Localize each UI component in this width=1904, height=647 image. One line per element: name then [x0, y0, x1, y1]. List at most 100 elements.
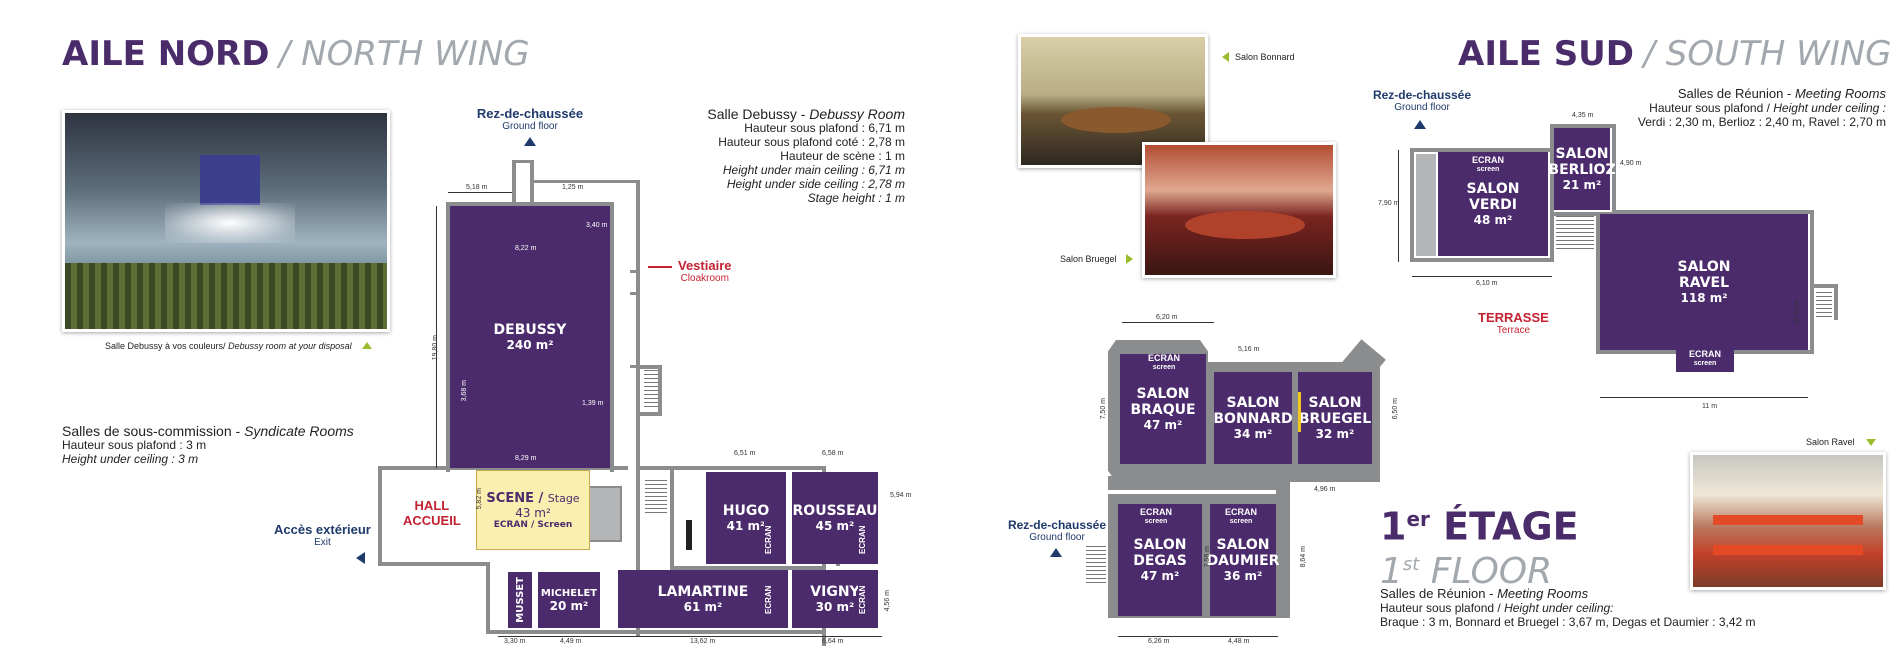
dim-790: 7,90 m: [1378, 200, 1400, 207]
dim-490: 4,90 m: [1620, 160, 1642, 167]
room-verdi-name2: VERDI: [1468, 197, 1517, 213]
daumier-screen: ECRAN screen: [1216, 508, 1266, 528]
room-degas-name: SALON: [1133, 537, 1187, 553]
dim-435: 4,35 m: [1572, 112, 1594, 119]
syndicate-line-italic: Height under ceiling : 3 m: [62, 452, 199, 466]
first-ground-floor-sub: Ground floor: [1029, 532, 1085, 543]
dim-496: 4,96 m: [1314, 486, 1336, 493]
room-michelet[interactable]: MICHELET 20 m²: [538, 572, 600, 628]
caption-text: Salle Debussy à vos couleurs/: [105, 341, 226, 351]
dim-658: 6,58 m: [822, 450, 844, 457]
stage-screen: [200, 155, 260, 205]
room-bruegel-area: 32 m²: [1315, 427, 1355, 441]
caption-salon-bonnard: Salon Bonnard: [1235, 52, 1295, 62]
south-ground-floor: Rez-de-chaussée: [1372, 88, 1472, 102]
room-berlioz[interactable]: SALON BERLIOZ 21 m²: [1548, 128, 1616, 210]
room-vigny-name: VIGNY: [810, 584, 860, 600]
first-title-bold: 1: [1380, 504, 1407, 549]
room-debussy-name: DEBUSSY: [493, 322, 567, 338]
dim-line-ravel: [1600, 397, 1808, 398]
exit-label: Accès extérieur Exit: [274, 522, 371, 548]
room-lamartine-area: 61 m²: [683, 600, 723, 614]
room-bruegel-name2: BRUEGEL: [1298, 411, 1372, 427]
dim-340: 3,40 m: [586, 222, 608, 229]
dim-1362: 13,62 m: [690, 638, 716, 645]
room-rousseau-area: 45 m²: [815, 519, 855, 533]
ravel-screen: ECRAN screen: [1676, 350, 1734, 372]
ground-floor-arrow-icon: [524, 137, 536, 146]
room-braque-name: SALON: [1136, 386, 1190, 402]
syndicate-heading: Salles de sous-commission -: [62, 423, 241, 439]
room-michelet-name: MICHELET: [540, 587, 598, 599]
room-musset[interactable]: MUSSET: [508, 572, 532, 628]
room-bonnard[interactable]: SALON BONNARD 34 m²: [1213, 372, 1293, 464]
room-scene-area: 43 m²: [515, 505, 551, 520]
dim-line-first-top: [1122, 322, 1214, 323]
ecran-label: ECRAN: [858, 525, 867, 555]
ecran-label: ECRAN: [764, 525, 773, 555]
dim-1070: 10,70 m: [1794, 300, 1801, 326]
room-verdi-name: SALON: [1466, 181, 1520, 197]
debussy-line-2: Hauteur sous plafond coté : 2,78 m: [718, 135, 905, 149]
dim-125: 1,25 m: [562, 184, 584, 191]
debussy-line-4: Height under main ceiling : 6,71 m: [722, 163, 905, 177]
room-berlioz-name2: BERLIOZ: [1548, 162, 1616, 178]
ecran-label: ECRAN: [1471, 155, 1504, 165]
debussy-info: Salle Debussy - Debussy Room Hauteur sou…: [650, 107, 905, 205]
room-bruegel-name: SALON: [1308, 395, 1362, 411]
north-title-bold: AILE NORD: [62, 34, 270, 74]
photo-salon-bruegel: [1142, 142, 1336, 278]
south-ground-floor-sub: Ground floor: [1394, 102, 1450, 113]
first-title-italic: 1: [1380, 550, 1403, 592]
room-lamartine-name: LAMARTINE: [657, 584, 749, 600]
dim-448: 4,48 m: [1228, 638, 1250, 645]
first-meeting-line1: Hauteur sous plafond /: [1380, 601, 1501, 615]
accueil-label: ACCUEIL: [403, 513, 461, 528]
lamartine-screen: ECRAN: [764, 578, 778, 622]
vestiaire-label: Vestiaire Cloakroom: [678, 258, 732, 284]
green-arrow-icon: [1866, 439, 1876, 446]
south-ground-floor-label: Rez-de-chaussée Ground floor: [1362, 88, 1482, 113]
dim-line-top: [448, 192, 512, 193]
debussy-line-5: Height under side ceiling : 2,78 m: [726, 177, 905, 191]
room-daumier-name2: DAUMIER: [1206, 553, 1280, 569]
south-meeting-line2: Verdi : 2,30 m, Berlioz : 2,40 m, Ravel …: [1637, 115, 1886, 129]
ecran-label: ECRAN: [858, 585, 867, 615]
room-ravel-area: 118 m²: [1680, 291, 1728, 305]
south-wing-title: AILE SUD / SOUTH WING: [1458, 34, 1892, 74]
first-meeting-line1-italic: Height under ceiling:: [1504, 601, 1614, 615]
south-meeting-info: Salles de Réunion - Meeting Rooms Hauteu…: [1580, 86, 1886, 130]
dim-758: 7,58 m: [1204, 546, 1211, 568]
dim-line-verdi: [1412, 276, 1552, 277]
dim-449: 4,49 m: [560, 638, 582, 645]
room-scene[interactable]: SCENE / Stage 43 m² ECRAN / Screen: [476, 470, 590, 550]
room-bruegel[interactable]: SALON BRUEGEL 32 m²: [1298, 372, 1372, 464]
caption-salon-bruegel: Salon Bruegel: [1060, 254, 1117, 264]
room-lamartine[interactable]: LAMARTINE 61 m²: [618, 570, 788, 628]
dim-456: 4,56 m: [884, 590, 891, 612]
ecran-label: ECRAN: [1147, 353, 1180, 363]
first-ground-floor-label: Rez-de-chaussée Ground floor: [1002, 518, 1112, 543]
caption-salon-ravel: Salon Ravel: [1806, 437, 1855, 447]
first-meeting-info: Salles de Réunion - Meeting Rooms Hauteu…: [1380, 586, 1756, 630]
dim-864: 8,64 m: [1300, 546, 1307, 568]
room-bonnard-area: 34 m²: [1233, 427, 1273, 441]
south-title-italic: / SOUTH WING: [1643, 34, 1892, 74]
room-hugo-name: HUGO: [722, 503, 770, 519]
room-ravel-name: SALON: [1677, 259, 1731, 275]
screen-label: screen: [1693, 360, 1717, 367]
ecran-label: ECRAN: [1139, 507, 1172, 517]
south-meeting-heading: Salles de Réunion -: [1677, 86, 1792, 101]
debussy-line-6: Stage height : 1 m: [807, 191, 905, 205]
screen-label: screen: [1229, 518, 1253, 525]
room-ravel[interactable]: SALON RAVEL 118 m²: [1600, 214, 1808, 350]
room-debussy[interactable]: DEBUSSY 240 m²: [450, 206, 610, 468]
south-meeting-line1: Hauteur sous plafond /: [1649, 101, 1770, 115]
room-scene-ecran: ECRAN / Screen: [493, 519, 573, 530]
north-ground-floor-sub: Ground floor: [502, 121, 558, 132]
room-hugo-area: 41 m²: [726, 519, 766, 533]
dim-829: 8,29 m: [515, 455, 537, 462]
cloakroom: Cloakroom: [680, 273, 729, 284]
dim-line-bottom: [498, 636, 882, 637]
first-meeting-heading-italic: Meeting Rooms: [1497, 586, 1589, 601]
